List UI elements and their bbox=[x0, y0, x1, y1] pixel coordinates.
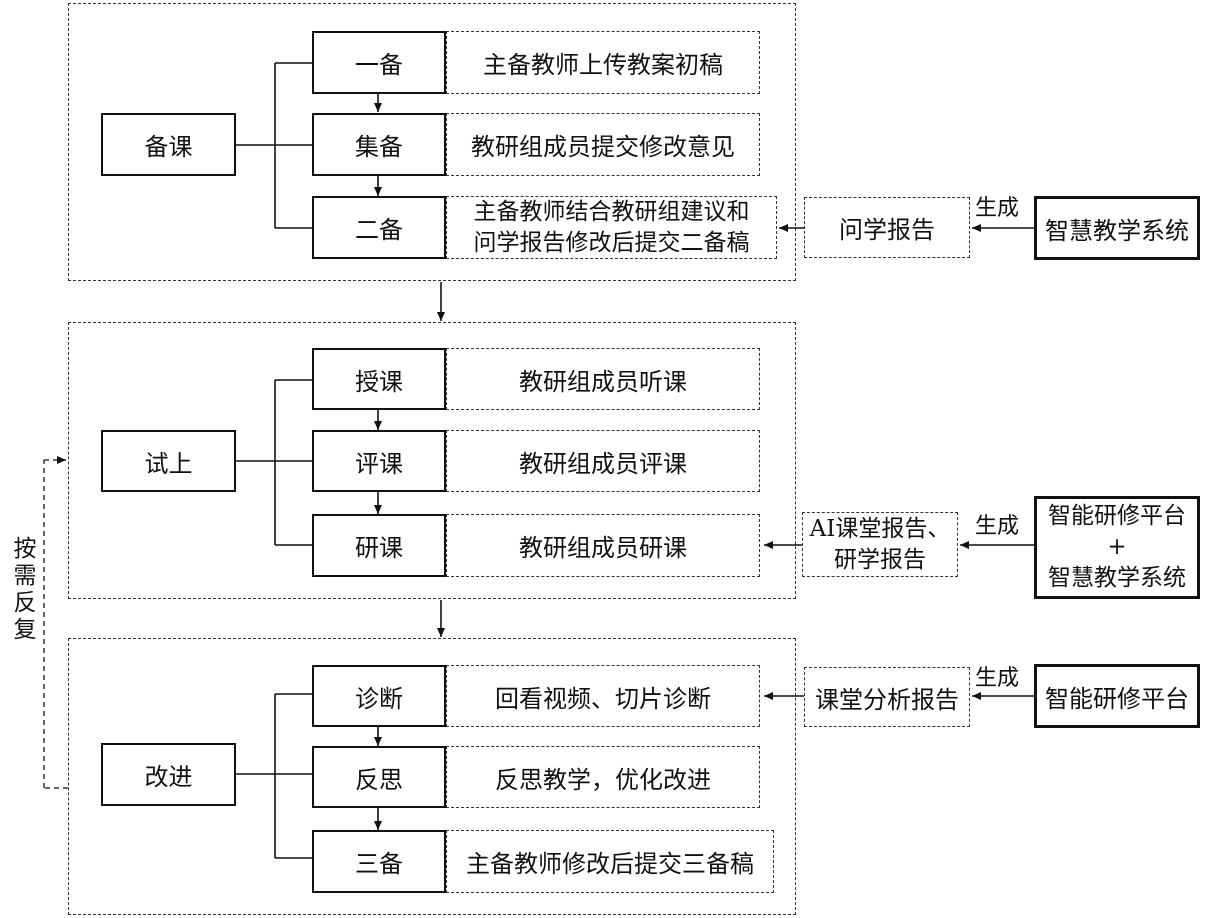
system-box-smart-research: 智能研修平台 bbox=[1034, 664, 1200, 728]
step-box-review: 评课 bbox=[312, 430, 446, 492]
step-desc-review: 教研组成员评课 bbox=[446, 430, 760, 492]
step-box-first-prep: 一备 bbox=[312, 31, 446, 94]
step-box-second-prep: 二备 bbox=[312, 196, 446, 259]
group-improve bbox=[68, 638, 796, 915]
generate-label-3: 生成 bbox=[975, 666, 1020, 691]
step-desc-group-prep: 教研组成员提交修改意见 bbox=[446, 113, 760, 176]
step-box-study: 研课 bbox=[312, 514, 446, 577]
step-desc-teach: 教研组成员听课 bbox=[446, 348, 760, 410]
phase-box-prepare: 备课 bbox=[101, 113, 236, 176]
report-box-ai-class: AI课堂报告、 研学报告 bbox=[802, 512, 958, 577]
generate-label-1: 生成 bbox=[975, 196, 1020, 221]
generate-label-2: 生成 bbox=[975, 514, 1020, 539]
phase-box-improve: 改进 bbox=[101, 743, 236, 806]
step-desc-second-prep: 主备教师结合教研组建议和 问学报告修改后提交二备稿 bbox=[446, 196, 777, 259]
step-desc-second-prep-line2: 问学报告修改后提交二备稿 bbox=[473, 229, 750, 256]
repeat-label: 按 需 反 复 bbox=[12, 536, 38, 644]
phase-box-trial: 试上 bbox=[101, 430, 236, 492]
step-desc-third-prep: 主备教师修改后提交三备稿 bbox=[446, 830, 774, 893]
group-trial bbox=[68, 322, 796, 599]
step-box-teach: 授课 bbox=[312, 348, 446, 410]
repeat-char-4: 复 bbox=[13, 617, 37, 643]
system-box-smart-teaching-1: 智慧教学系统 bbox=[1034, 196, 1200, 260]
plus-sign: + bbox=[1107, 534, 1127, 560]
report-ai-class-line2: 研学报告 bbox=[834, 546, 926, 573]
group-prepare bbox=[68, 3, 796, 281]
step-desc-diagnose: 回看视频、切片诊断 bbox=[446, 665, 760, 727]
system-combined-line3: 智慧教学系统 bbox=[1048, 565, 1186, 591]
report-ai-class-line1: AI课堂报告、 bbox=[809, 515, 951, 542]
step-box-reflect: 反思 bbox=[312, 746, 446, 808]
repeat-char-2: 需 bbox=[13, 563, 37, 589]
report-box-class-analysis: 课堂分析报告 bbox=[804, 667, 970, 727]
step-desc-study: 教研组成员研课 bbox=[446, 514, 760, 577]
step-desc-reflect: 反思教学，优化改进 bbox=[446, 746, 760, 808]
system-box-combined: 智能研修平台 + 智慧教学系统 bbox=[1034, 496, 1200, 599]
step-box-diagnose: 诊断 bbox=[312, 665, 446, 727]
report-box-inquiry: 问学报告 bbox=[804, 197, 970, 258]
system-combined-line1: 智能研修平台 bbox=[1048, 503, 1186, 529]
repeat-char-3: 反 bbox=[13, 590, 37, 616]
repeat-char-1: 按 bbox=[13, 536, 37, 562]
step-box-group-prep: 集备 bbox=[312, 113, 446, 176]
step-desc-first-prep: 主备教师上传教案初稿 bbox=[446, 31, 760, 94]
step-box-third-prep: 三备 bbox=[312, 830, 446, 893]
step-desc-second-prep-line1: 主备教师结合教研组建议和 bbox=[473, 198, 750, 225]
